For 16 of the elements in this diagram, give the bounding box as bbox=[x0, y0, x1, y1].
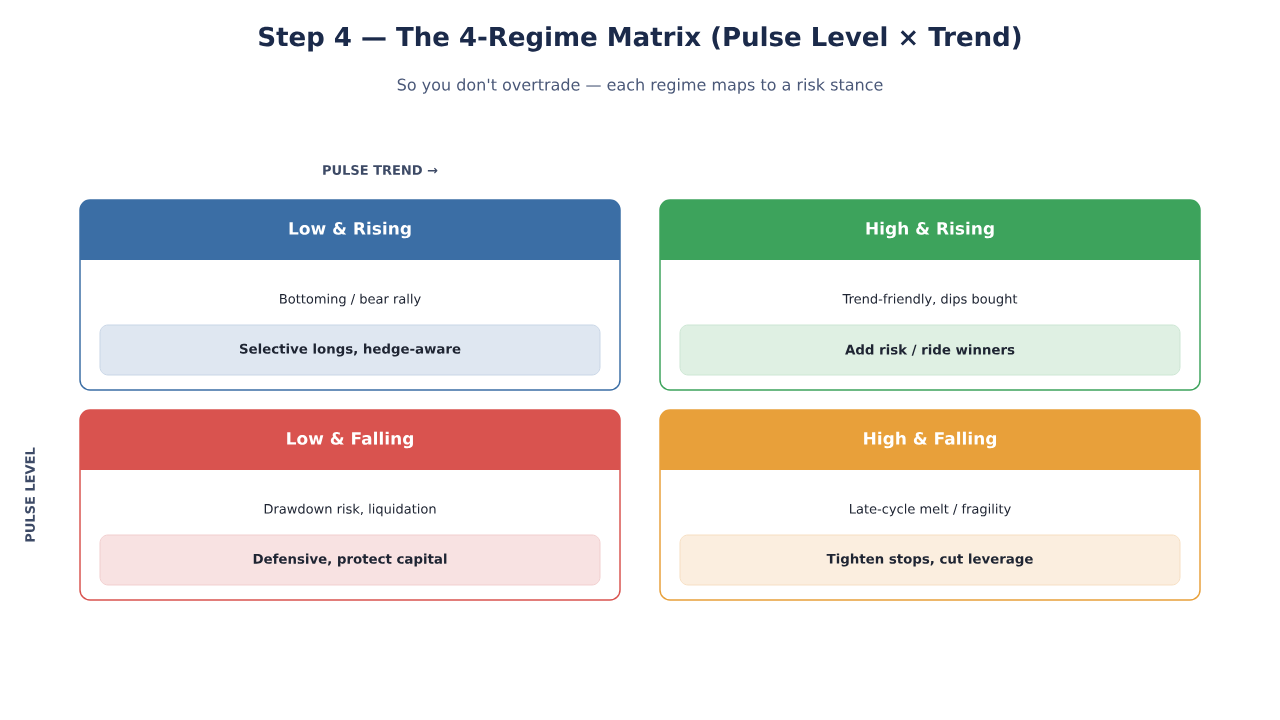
description: Bottoming / bear rally bbox=[280, 293, 421, 307]
description: Trend-friendly, dips bought bbox=[842, 293, 1018, 307]
header-band: Low & Falling bbox=[80, 410, 620, 470]
stance-box: Selective longs, hedge-aware bbox=[99, 324, 601, 376]
description: Drawdown risk, liquidation bbox=[264, 503, 436, 517]
axis-label: PULSE LEVEL bbox=[25, 447, 35, 542]
title: Step 4 — The 4-Regime Matrix (Pulse Level × Trend) bbox=[259, 26, 1021, 52]
stance-box: Add risk / ride winners bbox=[679, 324, 1181, 376]
axis-label: PULSE TREND → bbox=[323, 165, 438, 175]
header-band: Low & Rising bbox=[80, 200, 620, 260]
subtitle: So you don't overtrade — each regime maps to a risk stance bbox=[397, 78, 883, 94]
description: Late-cycle melt / fragility bbox=[850, 503, 1011, 517]
header-band: High & Rising bbox=[660, 200, 1200, 260]
stance-box: Defensive, protect capital bbox=[99, 534, 601, 586]
stance-box: Tighten stops, cut leverage bbox=[679, 534, 1181, 586]
header-band: High & Falling bbox=[660, 410, 1200, 470]
